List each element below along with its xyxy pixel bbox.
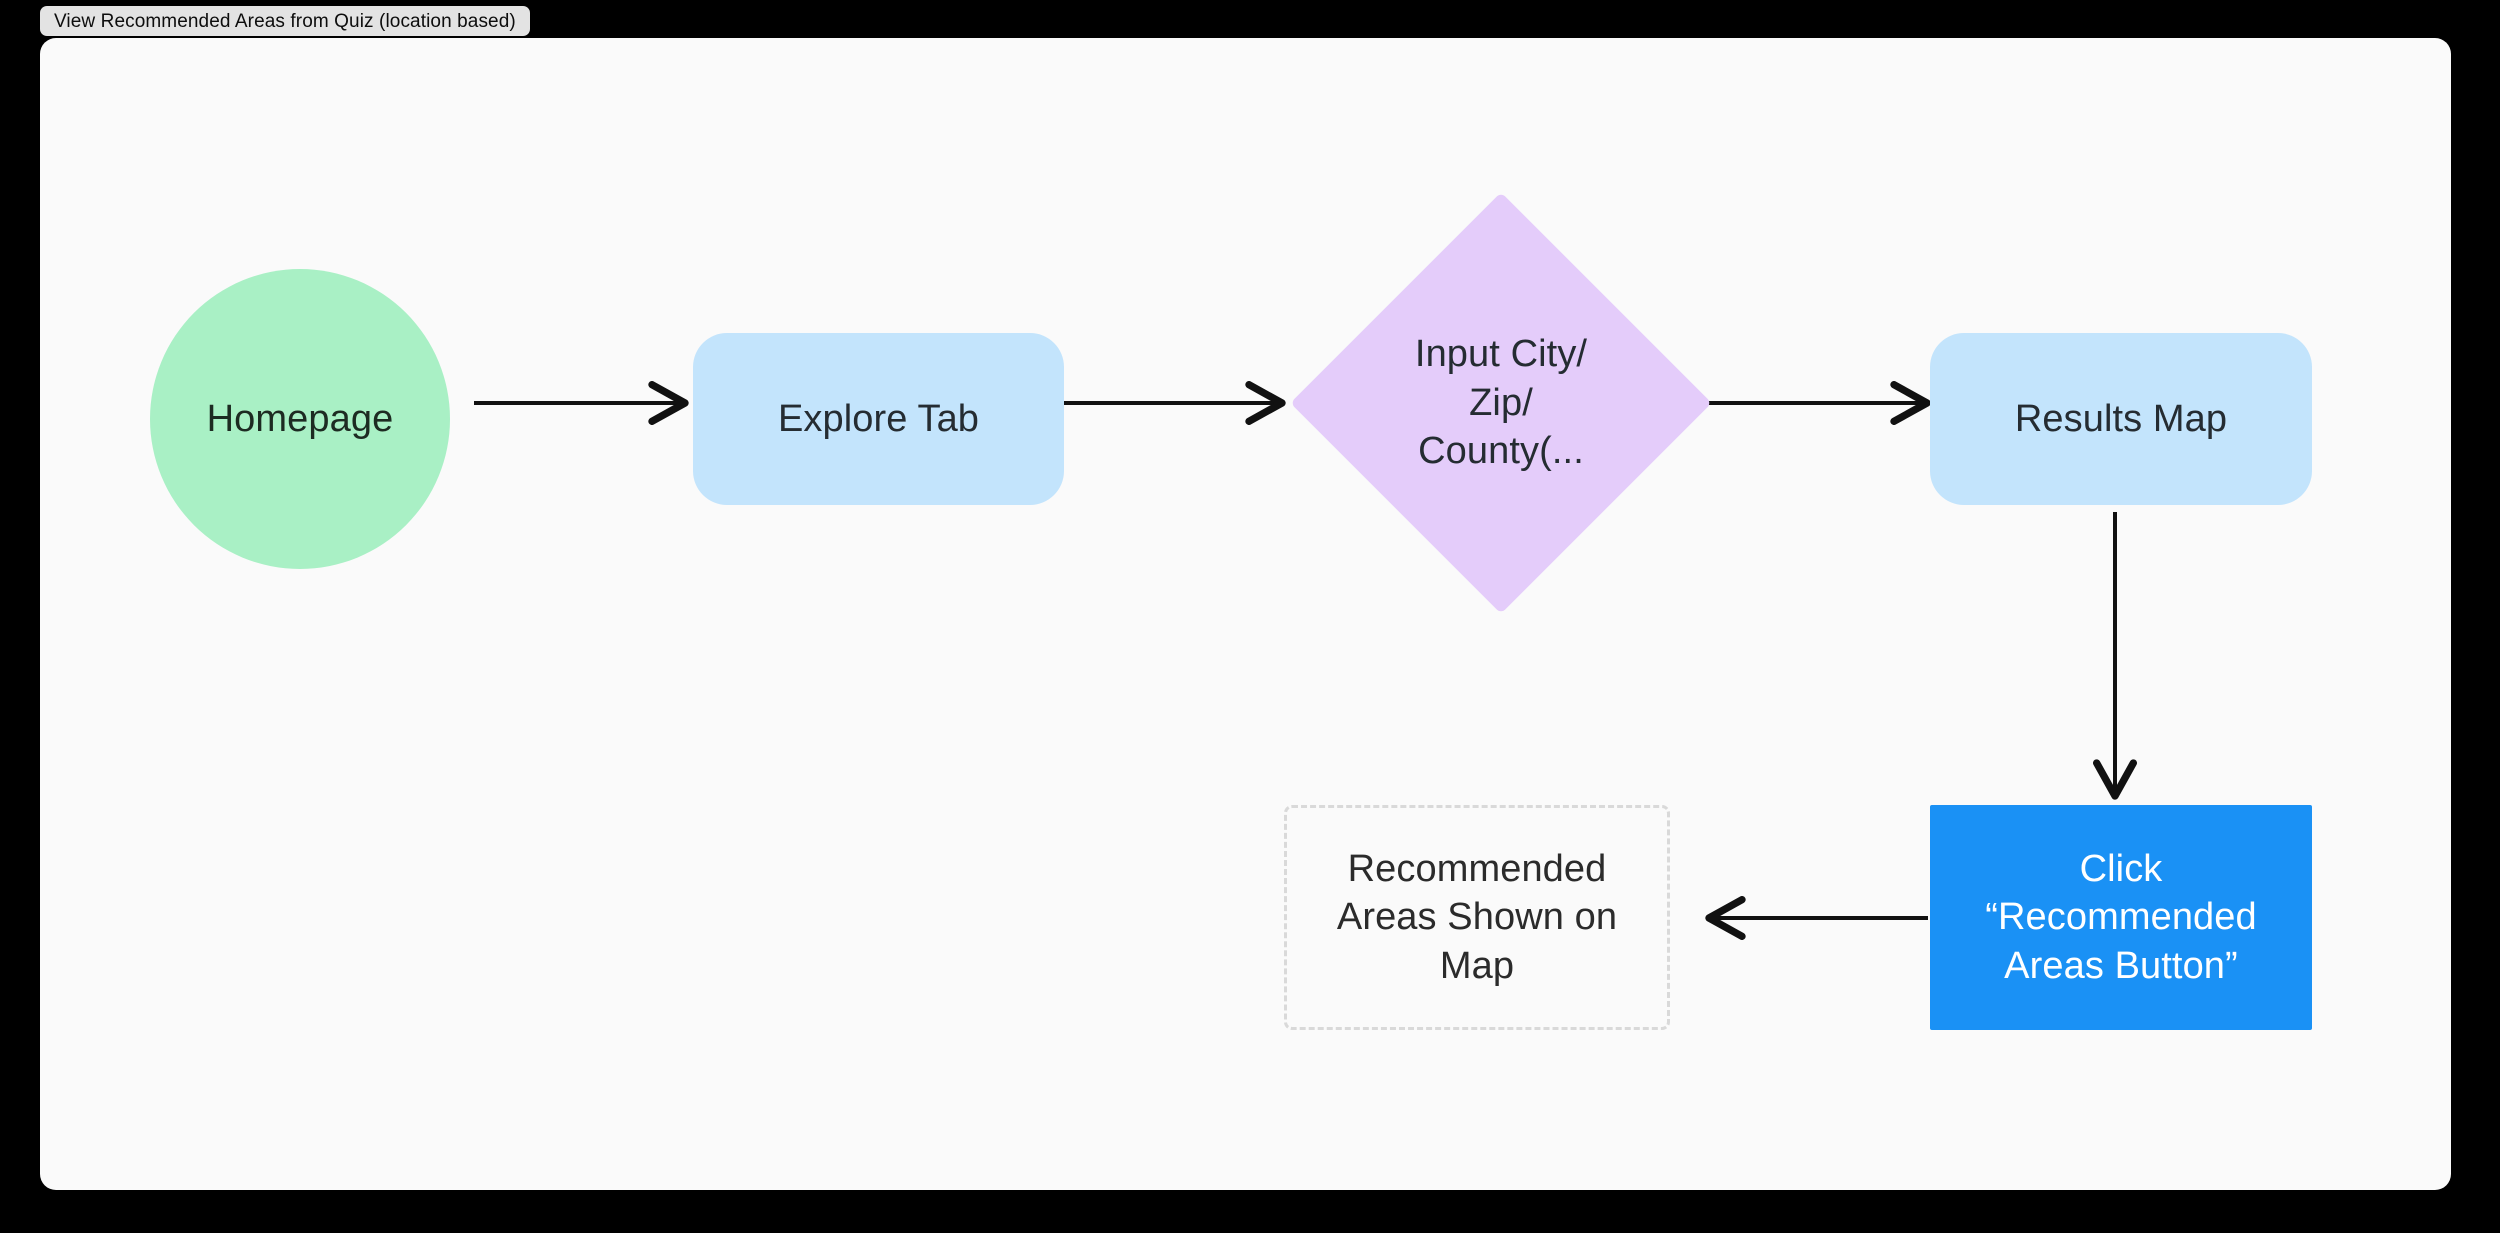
node-input-location-label: Input City/ Zip/ County(... xyxy=(1414,333,1588,473)
node-results-map-label: Results Map xyxy=(2014,397,2228,440)
diagram-title-pill: View Recommended Areas from Quiz (locati… xyxy=(40,6,530,36)
node-click-recommended-areas-button-label: Click “Recommended Areas Button” xyxy=(1985,847,2257,987)
page-title: View Recommended Areas from Quiz (locati… xyxy=(54,10,516,32)
flowchart-canvas[interactable]: Homepage Explore Tab Input City/ Zip/ Co… xyxy=(40,38,2451,1190)
node-results-map[interactable]: Results Map xyxy=(1930,333,2312,505)
node-input-location[interactable]: Input City/ Zip/ County(... xyxy=(1290,192,1712,614)
node-homepage-label: Homepage xyxy=(206,397,394,440)
node-click-recommended-areas-button[interactable]: Click “Recommended Areas Button” xyxy=(1930,805,2312,1030)
node-recommended-areas-shown[interactable]: Recommended Areas Shown on Map xyxy=(1284,805,1670,1030)
node-recommended-areas-shown-label: Recommended Areas Shown on Map xyxy=(1336,847,1618,987)
node-explore-tab[interactable]: Explore Tab xyxy=(693,333,1064,505)
node-homepage[interactable]: Homepage xyxy=(150,269,450,569)
node-explore-tab-label: Explore Tab xyxy=(777,397,980,440)
